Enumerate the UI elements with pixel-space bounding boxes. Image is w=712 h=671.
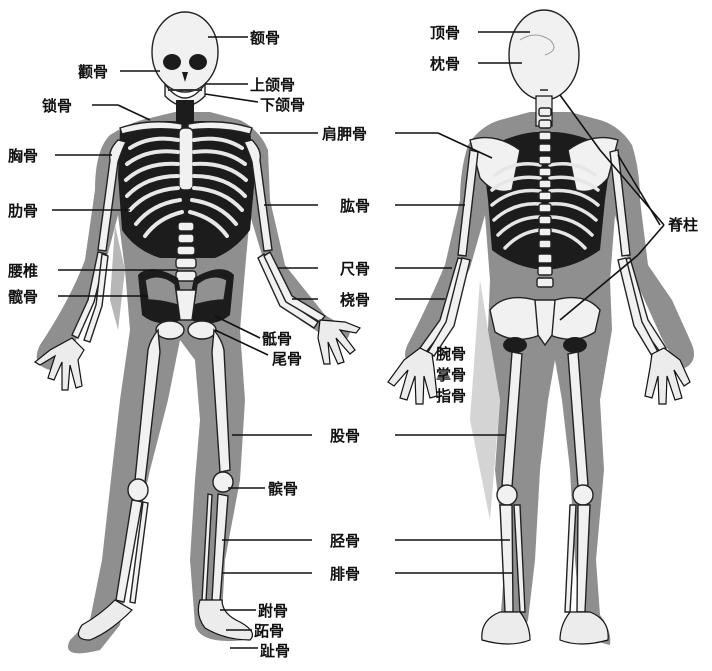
back-pelvis xyxy=(490,298,600,353)
back-skull xyxy=(509,10,579,100)
label-tibia: 胫骨 xyxy=(330,532,360,550)
label-tarsal: 跗骨 xyxy=(258,602,288,620)
back-spine xyxy=(537,108,553,287)
label-metatarsal: 跖骨 xyxy=(254,622,284,640)
back-skeleton-figure xyxy=(388,10,694,645)
label-sacrum: 骶骨 xyxy=(262,330,292,348)
label-fibula: 腓骨 xyxy=(330,565,360,583)
label-sternum: 胸骨 xyxy=(8,147,38,165)
label-frontal: 额骨 xyxy=(250,29,280,47)
label-parietal: 顶骨 xyxy=(430,24,460,42)
label-femur: 股骨 xyxy=(330,427,360,445)
label-mandible: 下颌骨 xyxy=(260,96,305,114)
label-rib: 肋骨 xyxy=(8,202,38,220)
label-patella: 髌骨 xyxy=(268,480,298,498)
label-humerus: 肱骨 xyxy=(340,197,370,215)
front-skull xyxy=(152,12,218,106)
label-radius: 桡骨 xyxy=(340,291,370,309)
label-ulna: 尺骨 xyxy=(340,260,370,278)
label-zygomatic: 颧骨 xyxy=(78,63,108,81)
label-metacarpal: 掌骨 xyxy=(436,366,466,384)
label-scapula: 肩胛骨 xyxy=(322,125,367,143)
label-carpal: 腕骨 xyxy=(436,345,466,363)
label-phalanges: 指骨 xyxy=(436,387,466,405)
label-lumbar: 腰椎 xyxy=(7,262,38,280)
front-skeleton-figure xyxy=(35,12,360,653)
label-coccyx: 尾骨 xyxy=(272,350,302,368)
front-lumbar-spine xyxy=(176,222,196,281)
label-toe-phalanges: 趾骨 xyxy=(260,642,290,660)
label-ilium: 髋骨 xyxy=(8,288,38,306)
label-occipital: 枕骨 xyxy=(430,55,460,73)
label-spine: 脊柱 xyxy=(667,216,698,234)
label-clavicle: 锁骨 xyxy=(42,97,72,115)
label-maxilla: 上颌骨 xyxy=(250,76,295,94)
